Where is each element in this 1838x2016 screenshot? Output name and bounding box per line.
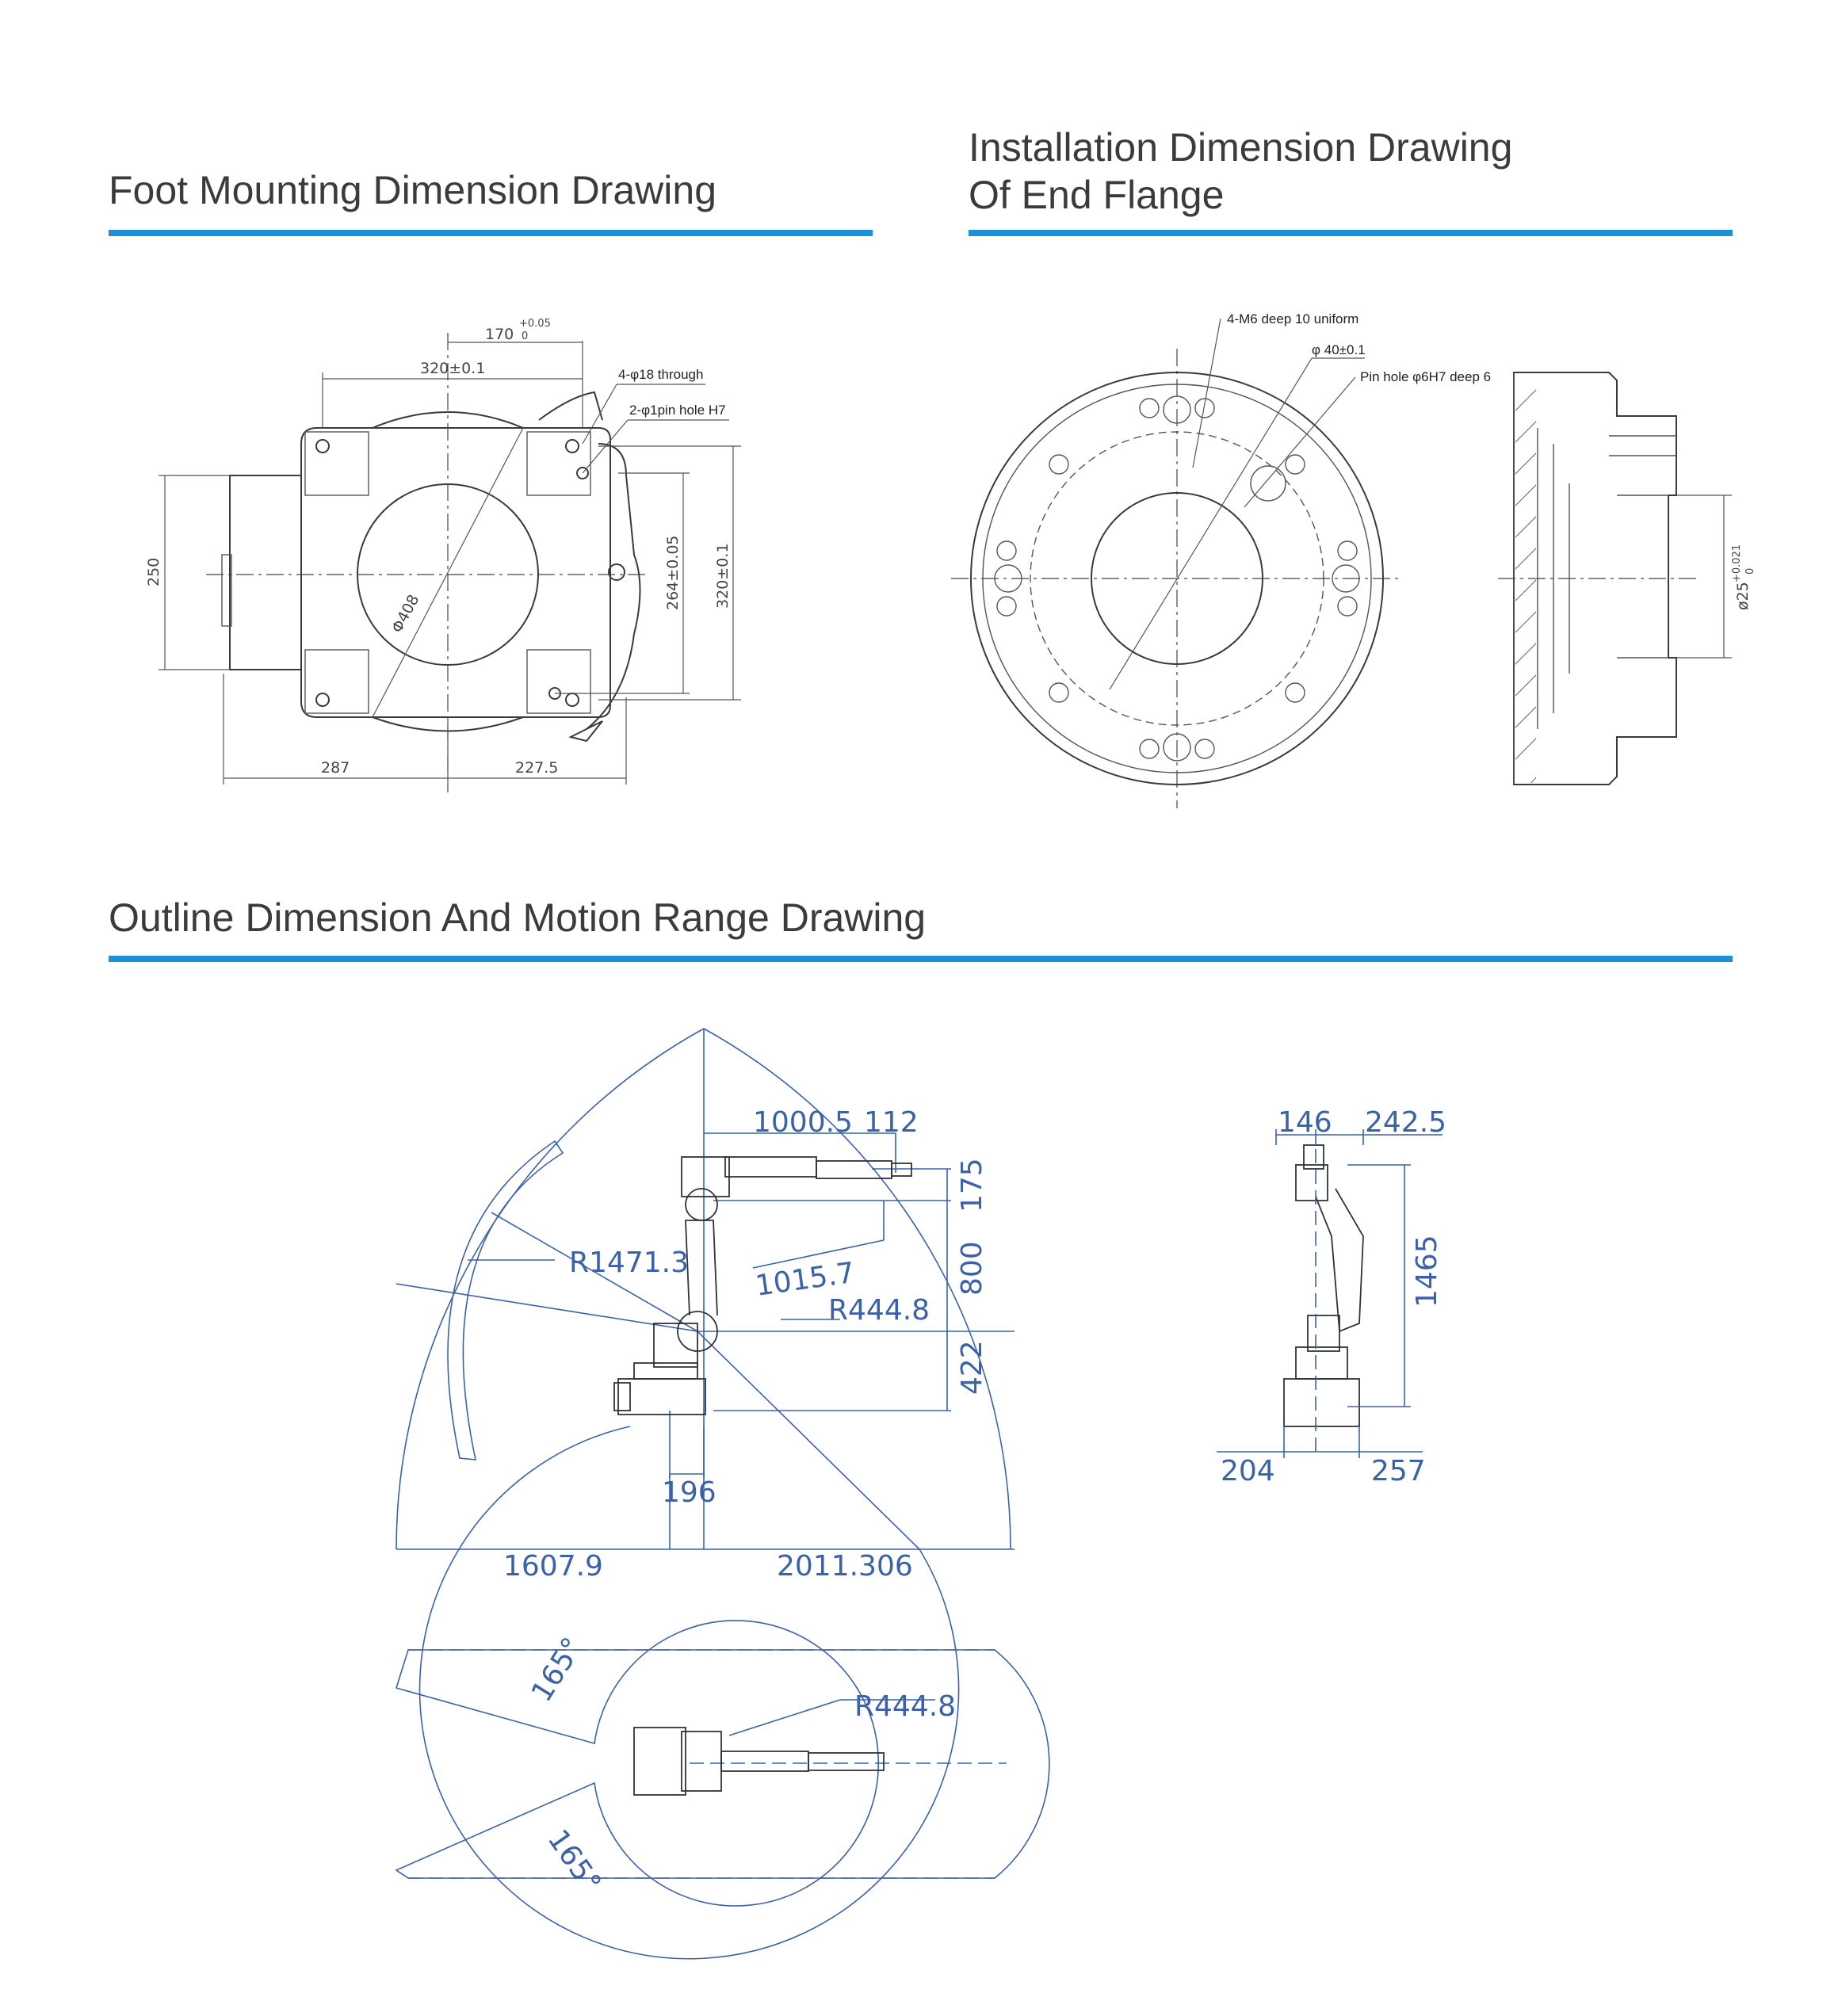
foot-hole-icon: [315, 439, 330, 453]
foot-motor-box: [229, 475, 302, 670]
dim-242: 242.5: [1365, 1106, 1446, 1139]
foot-mounting-drawing: 320±0.1 170 +0.05 0 4-φ18 through 2-φ1pi…: [145, 318, 741, 792]
envelope-outer-arc: [703, 1028, 1011, 1550]
angle-bottom: 165°: [541, 1824, 607, 1900]
foot-hole-icon: [565, 693, 579, 707]
dim-320-right: 320±0.1: [714, 544, 732, 609]
angle-top: 165°: [525, 1632, 590, 1708]
dim-2011: 2011.306: [777, 1550, 913, 1583]
dim-264: 264±0.05: [664, 536, 682, 611]
foot-mounting-title: Foot Mounting Dimension Drawing: [109, 168, 717, 212]
robot-side-view: [613, 1156, 912, 1415]
flange-title-line1: Installation Dimension Drawing: [969, 125, 1513, 170]
dim-422: 422: [956, 1340, 988, 1395]
dim-287: 287: [321, 759, 350, 777]
foot-mounting-rule: [109, 230, 873, 236]
dim-170: 170: [485, 326, 514, 343]
dim-r444-top: R444.8: [854, 1690, 956, 1723]
flange-title-line2: Of End Flange: [969, 173, 1225, 217]
outline-drawing: 1000.5 112 175 R1471.3 1015.7 800 R444.8…: [395, 1028, 1446, 1960]
dim-320-top: 320±0.1: [420, 360, 485, 377]
dim-146: 146: [1278, 1106, 1332, 1139]
dim-phi408: Φ408: [388, 592, 422, 636]
dim-257: 257: [1371, 1455, 1426, 1487]
note-phi40: φ 40±0.1: [1312, 342, 1366, 357]
dim-112: 112: [864, 1106, 919, 1139]
dim-170-tol-lower: 0: [522, 330, 528, 342]
dim-phi25-tol-upper: +0.021: [1731, 544, 1743, 582]
foot-hole-icon: [565, 439, 579, 453]
dim-196: 196: [662, 1476, 716, 1509]
dim-1607: 1607.9: [503, 1550, 603, 1583]
note-pin-flange: Pin hole φ6H7 deep 6: [1360, 369, 1491, 384]
dim-227: 227.5: [515, 759, 558, 777]
dim-phi25: ø25: [1734, 582, 1752, 610]
dim-800: 800: [956, 1241, 988, 1296]
dim-170-tol-upper: +0.05: [519, 318, 551, 330]
outline-title: Outline Dimension And Motion Range Drawi…: [109, 895, 927, 940]
note-holes: 4-φ18 through: [618, 367, 703, 382]
dim-r444: R444.8: [828, 1294, 930, 1327]
foot-base-plate: [300, 427, 611, 718]
robot-front-view: 146 242.5 1465 204 257: [1217, 1106, 1446, 1487]
dim-204: 204: [1221, 1455, 1275, 1487]
outline-rule: [109, 956, 1733, 962]
dim-1465: 1465: [1411, 1235, 1443, 1308]
dim-175: 175: [956, 1158, 988, 1212]
foot-hole-icon: [315, 693, 330, 707]
robot-top-view: 165° 165° R444.8: [395, 1620, 1050, 1907]
flange-rule: [969, 230, 1733, 236]
dim-r1471: R1471.3: [569, 1247, 689, 1279]
flange-drawing: 4-M6 deep 10 uniform φ 40±0.1 Pin hole φ…: [951, 311, 1756, 808]
note-m6: 4-M6 deep 10 uniform: [1227, 311, 1358, 326]
dim-1000-5: 1000.5: [753, 1106, 853, 1139]
dim-phi25-tol-lower: 0: [1744, 568, 1756, 575]
dim-250: 250: [145, 558, 162, 586]
note-pin: 2-φ1pin hole H7: [629, 403, 726, 418]
